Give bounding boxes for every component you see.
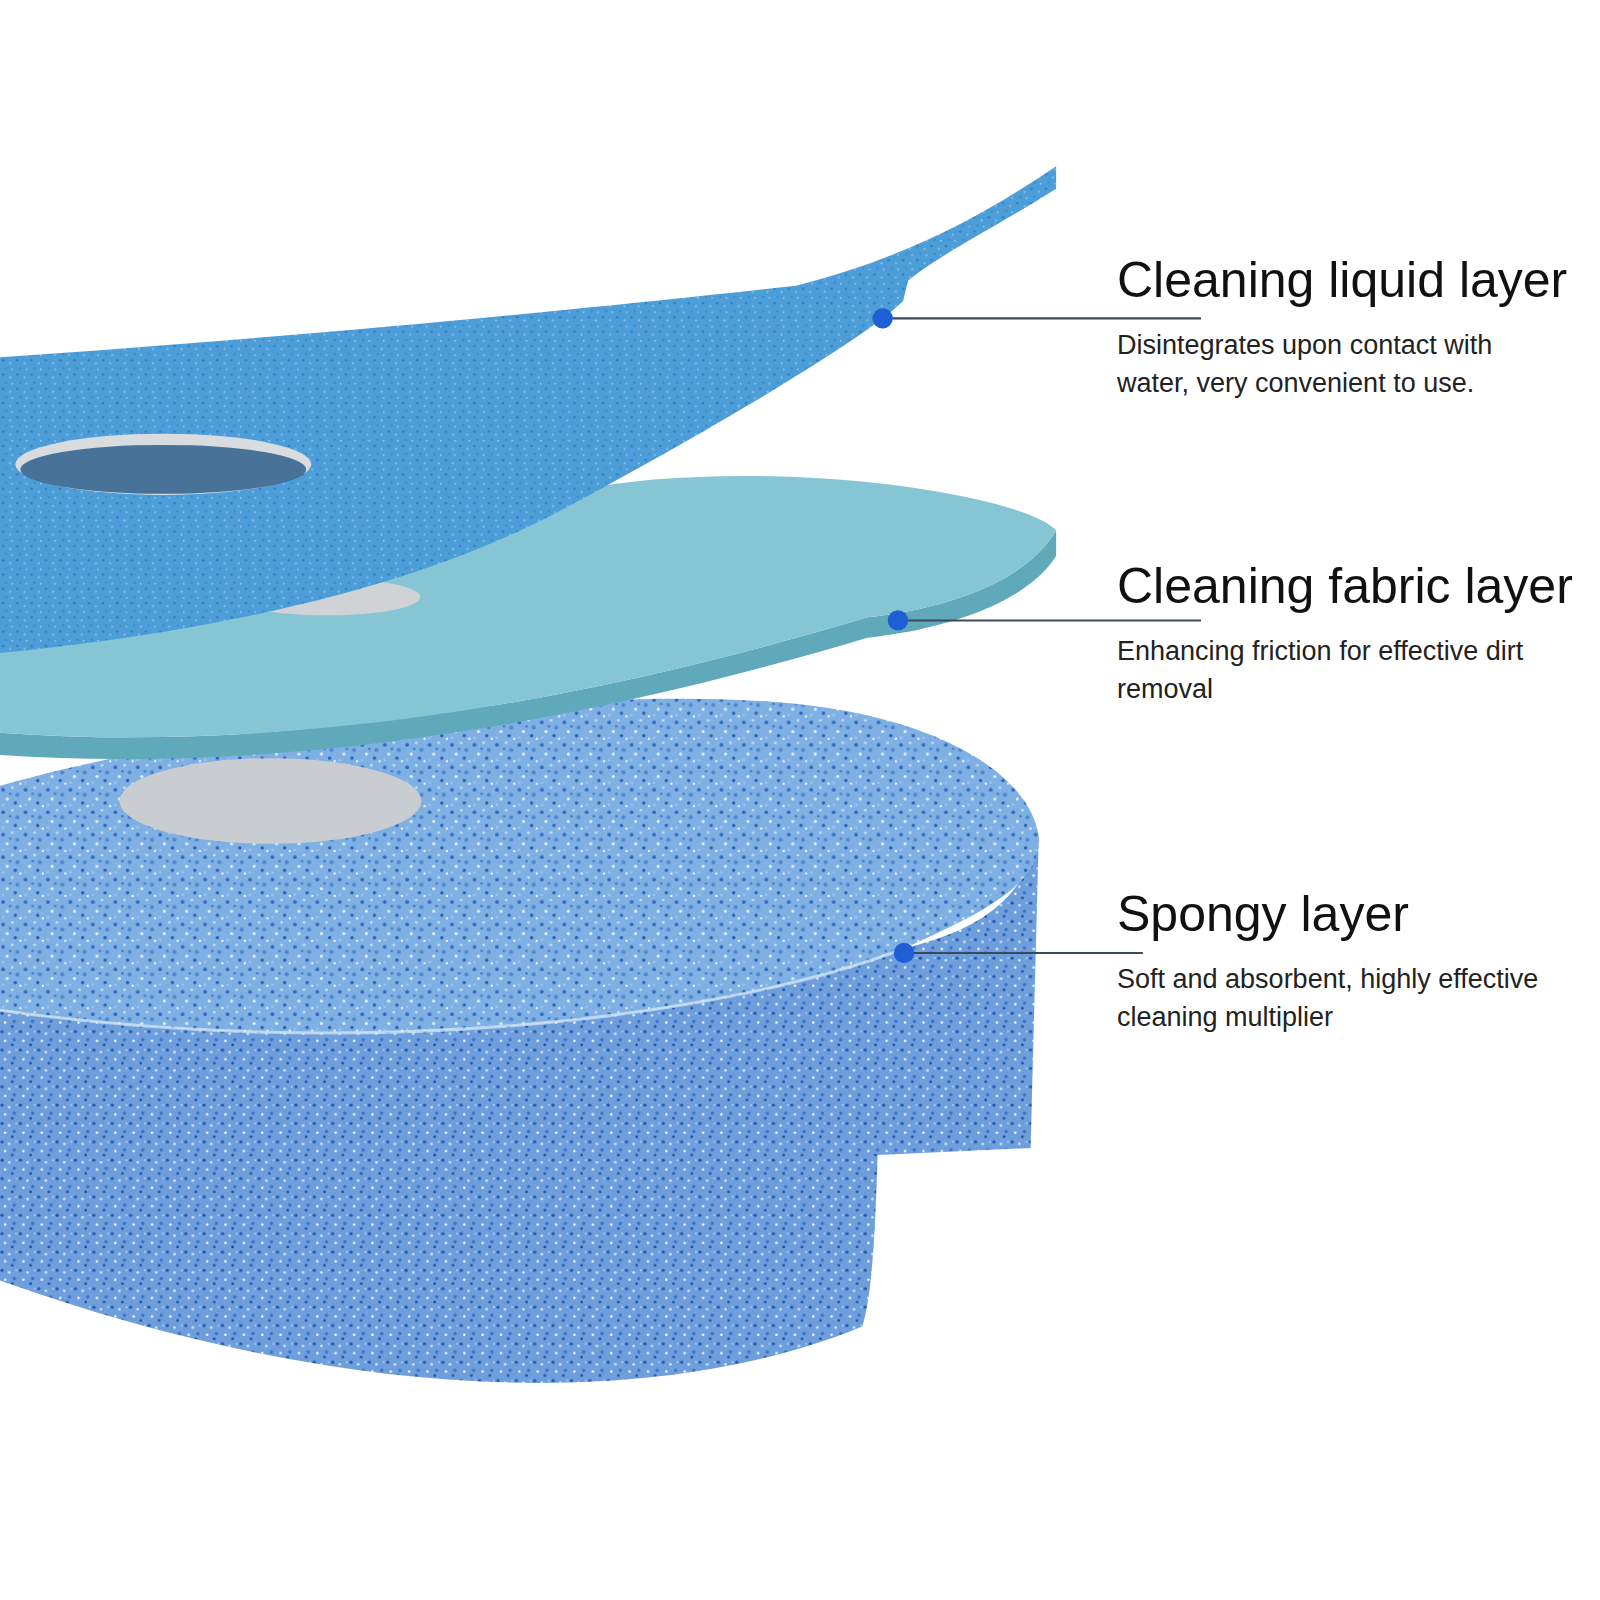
callout-dot xyxy=(888,610,908,630)
leader-line xyxy=(883,317,1201,319)
liquid-hole-inner xyxy=(20,445,306,494)
liquid-sheet xyxy=(0,166,1056,653)
center-hole xyxy=(119,758,421,844)
layer-heading: Cleaning fabric layer xyxy=(1117,558,1573,616)
layer-heading: Spongy layer xyxy=(1117,886,1409,944)
product-layers xyxy=(0,166,1201,1383)
sponge-edge xyxy=(0,949,903,1033)
liquid-hole xyxy=(15,434,311,495)
leader-line xyxy=(898,619,1201,621)
callout-dot xyxy=(894,943,914,963)
layer-description: Enhancing friction for effective dirt re… xyxy=(1117,632,1562,709)
layer-description: Soft and absorbent, highly effective cle… xyxy=(1117,960,1562,1037)
layer-heading: Cleaning liquid layer xyxy=(1117,252,1567,310)
callout-dot xyxy=(872,308,892,328)
layer-description: Disintegrates upon contact with water, v… xyxy=(1117,326,1562,403)
leader-line xyxy=(904,952,1143,954)
